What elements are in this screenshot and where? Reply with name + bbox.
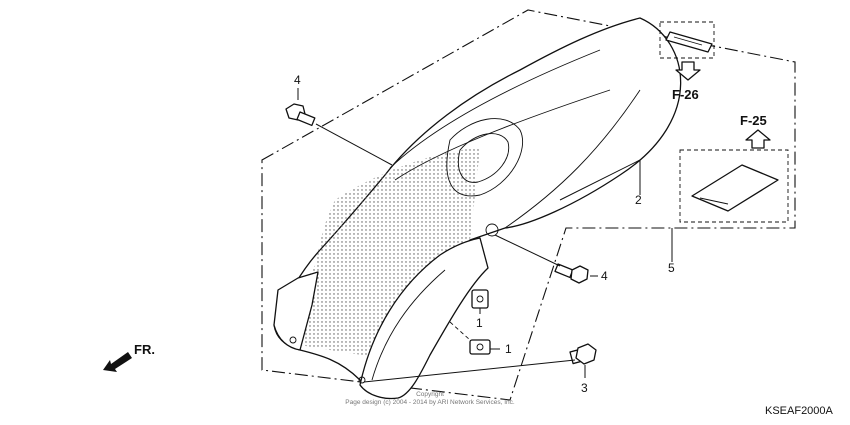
rear-fender[interactable] [273,17,682,400]
direction-label: FR. [134,342,155,357]
diagram-code: KSEAF2000A [765,405,834,417]
front-direction-indicator: FR. [103,342,155,372]
arrow-down-icon [675,61,701,81]
f25-reference-box [679,149,789,223]
callout-1-upper[interactable]: 1 [476,316,483,330]
sticker-f26[interactable] [665,31,713,53]
assembly-frame [261,9,796,401]
fender-dot-graphic [295,148,480,360]
copyright-line-2: Page design (c) 2004 - 2014 by ARI Netwo… [345,399,515,406]
callout-1-lower[interactable]: 1 [505,342,512,356]
clip-nut-lower[interactable] [469,339,491,355]
f26-reference-box [659,21,715,59]
copyright-line-1: Copyright [416,391,444,398]
callout-2[interactable]: 2 [635,193,642,207]
callout-4-top[interactable]: 4 [294,73,301,87]
arrow-up-icon [745,129,771,149]
callout-4-right[interactable]: 4 [601,269,608,283]
bolt-top-left[interactable] [285,103,316,127]
callout-5[interactable]: 5 [668,261,675,275]
bolt-bottom[interactable] [569,343,597,365]
sticker-f25[interactable] [691,164,779,212]
callout-3[interactable]: 3 [581,381,588,395]
ref-f25[interactable]: F-25 [740,113,767,128]
ref-f26[interactable]: F-26 [672,87,699,102]
bolt-right[interactable] [554,263,589,284]
arrow-front-icon [103,352,132,372]
clip-nut-upper[interactable] [471,289,489,309]
